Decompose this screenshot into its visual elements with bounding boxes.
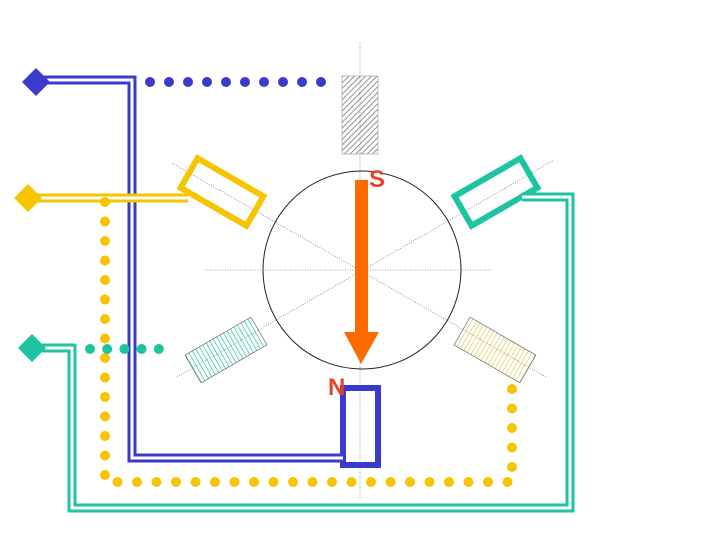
north-pole-label: N <box>328 374 345 401</box>
yellow-wiring <box>14 184 517 487</box>
yellow-terminal-diamond <box>14 184 42 212</box>
rotor-magnet-arrow <box>344 180 379 364</box>
top-pole-hatched <box>341 75 379 155</box>
blue-coil <box>340 385 381 468</box>
south-pole-label: S <box>369 166 385 193</box>
teal-terminal-diamond <box>18 334 46 362</box>
yellow-coil <box>176 154 268 230</box>
teal-wiring <box>18 192 575 513</box>
blue-terminal-diamond <box>22 68 50 96</box>
lower-right-pole-hatched <box>453 316 537 384</box>
blue-wiring <box>22 68 345 463</box>
teal-coil <box>450 154 542 230</box>
rotor-circle <box>262 170 462 370</box>
yellow-dotted-return <box>100 197 517 487</box>
lower-left-pole-hatched <box>184 316 268 384</box>
